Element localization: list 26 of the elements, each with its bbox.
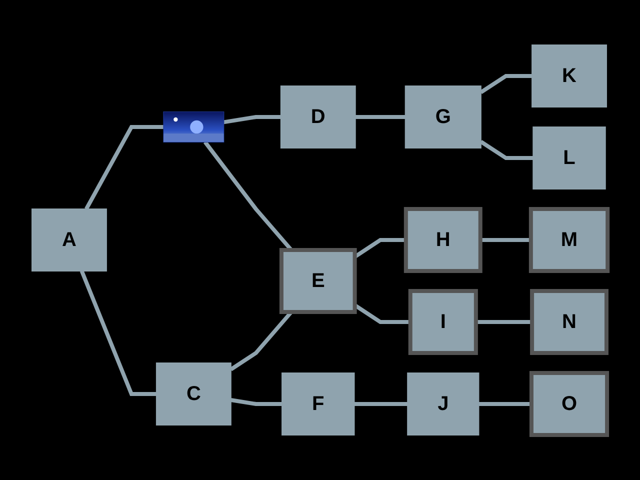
node-box: H bbox=[404, 207, 483, 273]
connector bbox=[480, 140, 534, 160]
node-box: J bbox=[407, 372, 480, 436]
node-box: O bbox=[530, 371, 610, 437]
connector bbox=[80, 270, 157, 396]
node-box: E bbox=[280, 248, 357, 314]
node-box: I bbox=[408, 289, 478, 355]
node-box: D bbox=[280, 86, 356, 148]
connector bbox=[224, 115, 282, 124]
node-box: C bbox=[156, 362, 232, 426]
night-scene-picture bbox=[164, 112, 224, 142]
node-box: A bbox=[32, 208, 108, 272]
connector bbox=[480, 74, 532, 94]
node-box: M bbox=[529, 207, 610, 273]
node-box: F bbox=[282, 372, 355, 436]
connector bbox=[478, 402, 532, 406]
connector bbox=[230, 398, 282, 406]
connector bbox=[354, 402, 408, 406]
node-box: G bbox=[405, 86, 482, 148]
connector bbox=[476, 320, 532, 324]
connector bbox=[84, 125, 164, 210]
connector bbox=[480, 238, 532, 242]
node-box: N bbox=[530, 289, 609, 355]
node-box: L bbox=[532, 126, 606, 190]
node-box: K bbox=[532, 44, 608, 108]
connector bbox=[356, 115, 406, 119]
